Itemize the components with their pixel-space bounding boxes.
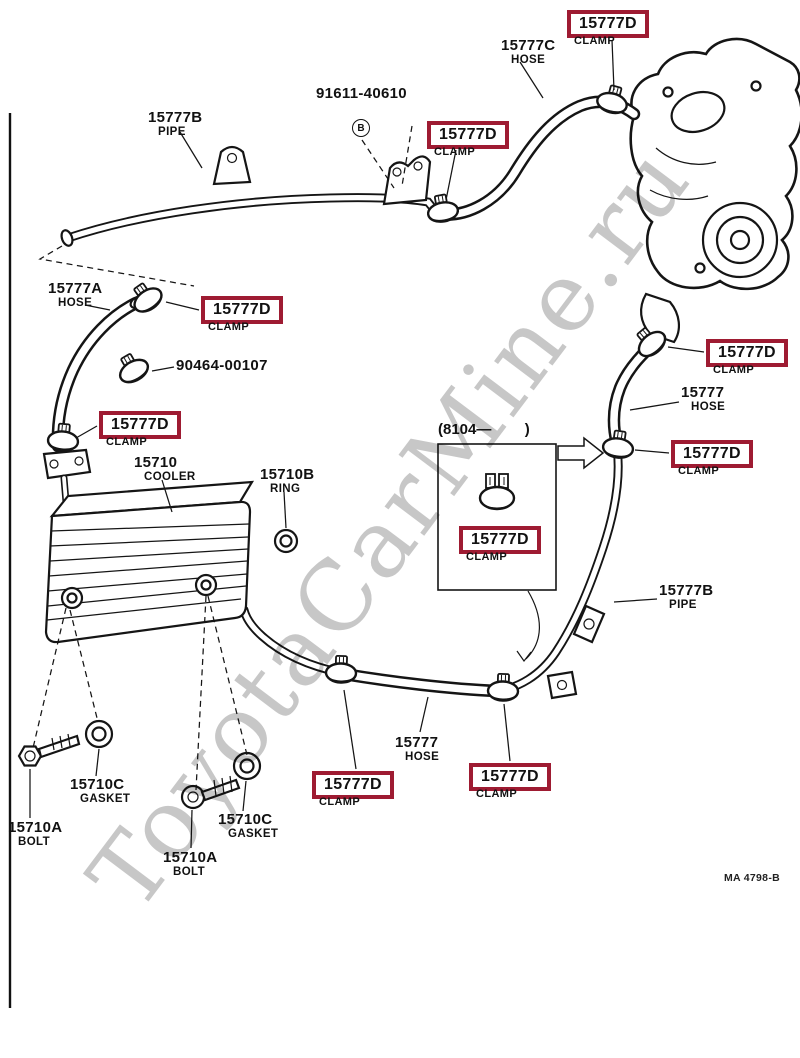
part-description: HOSE: [58, 296, 93, 309]
part-description: GASKET: [228, 827, 279, 840]
highlight-box: 15777D: [99, 411, 181, 439]
highlight-box: 15777D: [459, 526, 541, 554]
part-number: 90464-00107: [176, 357, 268, 374]
top-pipe-drawing: [60, 145, 441, 247]
engine-drawing: [629, 37, 800, 344]
part-description: GASKET: [80, 792, 131, 805]
part-description: BOLT: [18, 835, 51, 848]
oil-cooler-drawing: [44, 480, 255, 644]
clamp-sub-label: CLAMP: [476, 788, 518, 800]
part-number: 15710B: [260, 466, 315, 483]
bottom-hose-drawing: [239, 605, 504, 698]
bolts-gaskets-drawing: [17, 719, 262, 810]
part-number: 15777: [681, 384, 725, 401]
assembly-dashed-lines: [32, 125, 413, 791]
inset-caption: (8104— ): [438, 421, 530, 438]
clamp-sub-label: CLAMP: [574, 35, 616, 47]
part-label-clamp-90464: 90464-00107: [176, 358, 268, 374]
clamp-sub-label: CLAMP: [713, 364, 755, 376]
clamp-sub-label: CLAMP: [106, 436, 148, 448]
part-number: 15777B: [148, 109, 203, 126]
bolt-letter-badge: B: [352, 119, 370, 137]
part-number: 15710C: [70, 776, 125, 793]
part-number: 15710C: [218, 811, 273, 828]
part-number: 15710A: [8, 819, 63, 836]
highlight-box: 15777D: [312, 771, 394, 799]
part-description: BOLT: [173, 865, 206, 878]
part-label-bolt-91611: 91611-40610: [316, 86, 407, 102]
doc-code: MA 4798-B: [724, 872, 780, 884]
part-description: HOSE: [405, 750, 440, 763]
highlight-box: 15777D: [706, 339, 788, 367]
inset-box-drawing: [437, 436, 605, 663]
leader-lines: [29, 39, 705, 849]
part-number: 15710: [134, 454, 178, 471]
ring-drawing: [273, 528, 299, 554]
clamp-sub-label: CLAMP: [466, 551, 508, 563]
part-description: PIPE: [158, 125, 186, 138]
part-number: 91611-40610: [316, 85, 407, 102]
clamp-sub-label: CLAMP: [678, 465, 720, 477]
part-number: 15777A: [48, 280, 103, 297]
highlight-box: 15777D: [201, 296, 283, 324]
highlight-box: 15777D: [567, 10, 649, 38]
clamp-sub-label: CLAMP: [434, 146, 476, 158]
part-number: 15777: [395, 734, 439, 751]
part-number: 15710A: [163, 849, 218, 866]
inset-arrow-icon: [557, 436, 605, 470]
highlight-box: 15777D: [427, 121, 509, 149]
curved-arrowhead-icon: [516, 650, 532, 663]
part-number: 15777C: [501, 37, 556, 54]
clamp-sub-label: CLAMP: [319, 796, 361, 808]
part-description: PIPE: [669, 598, 697, 611]
highlight-box: 15777D: [469, 763, 551, 791]
highlight-box: 15777D: [671, 440, 753, 468]
clamp-sub-label: CLAMP: [208, 321, 250, 333]
part-description: HOSE: [691, 400, 726, 413]
part-description: HOSE: [511, 53, 546, 66]
part-description: RING: [270, 482, 301, 495]
part-number: 15777B: [659, 582, 714, 599]
right-pipe-drawing: [492, 442, 623, 700]
part-description: COOLER: [144, 470, 196, 483]
